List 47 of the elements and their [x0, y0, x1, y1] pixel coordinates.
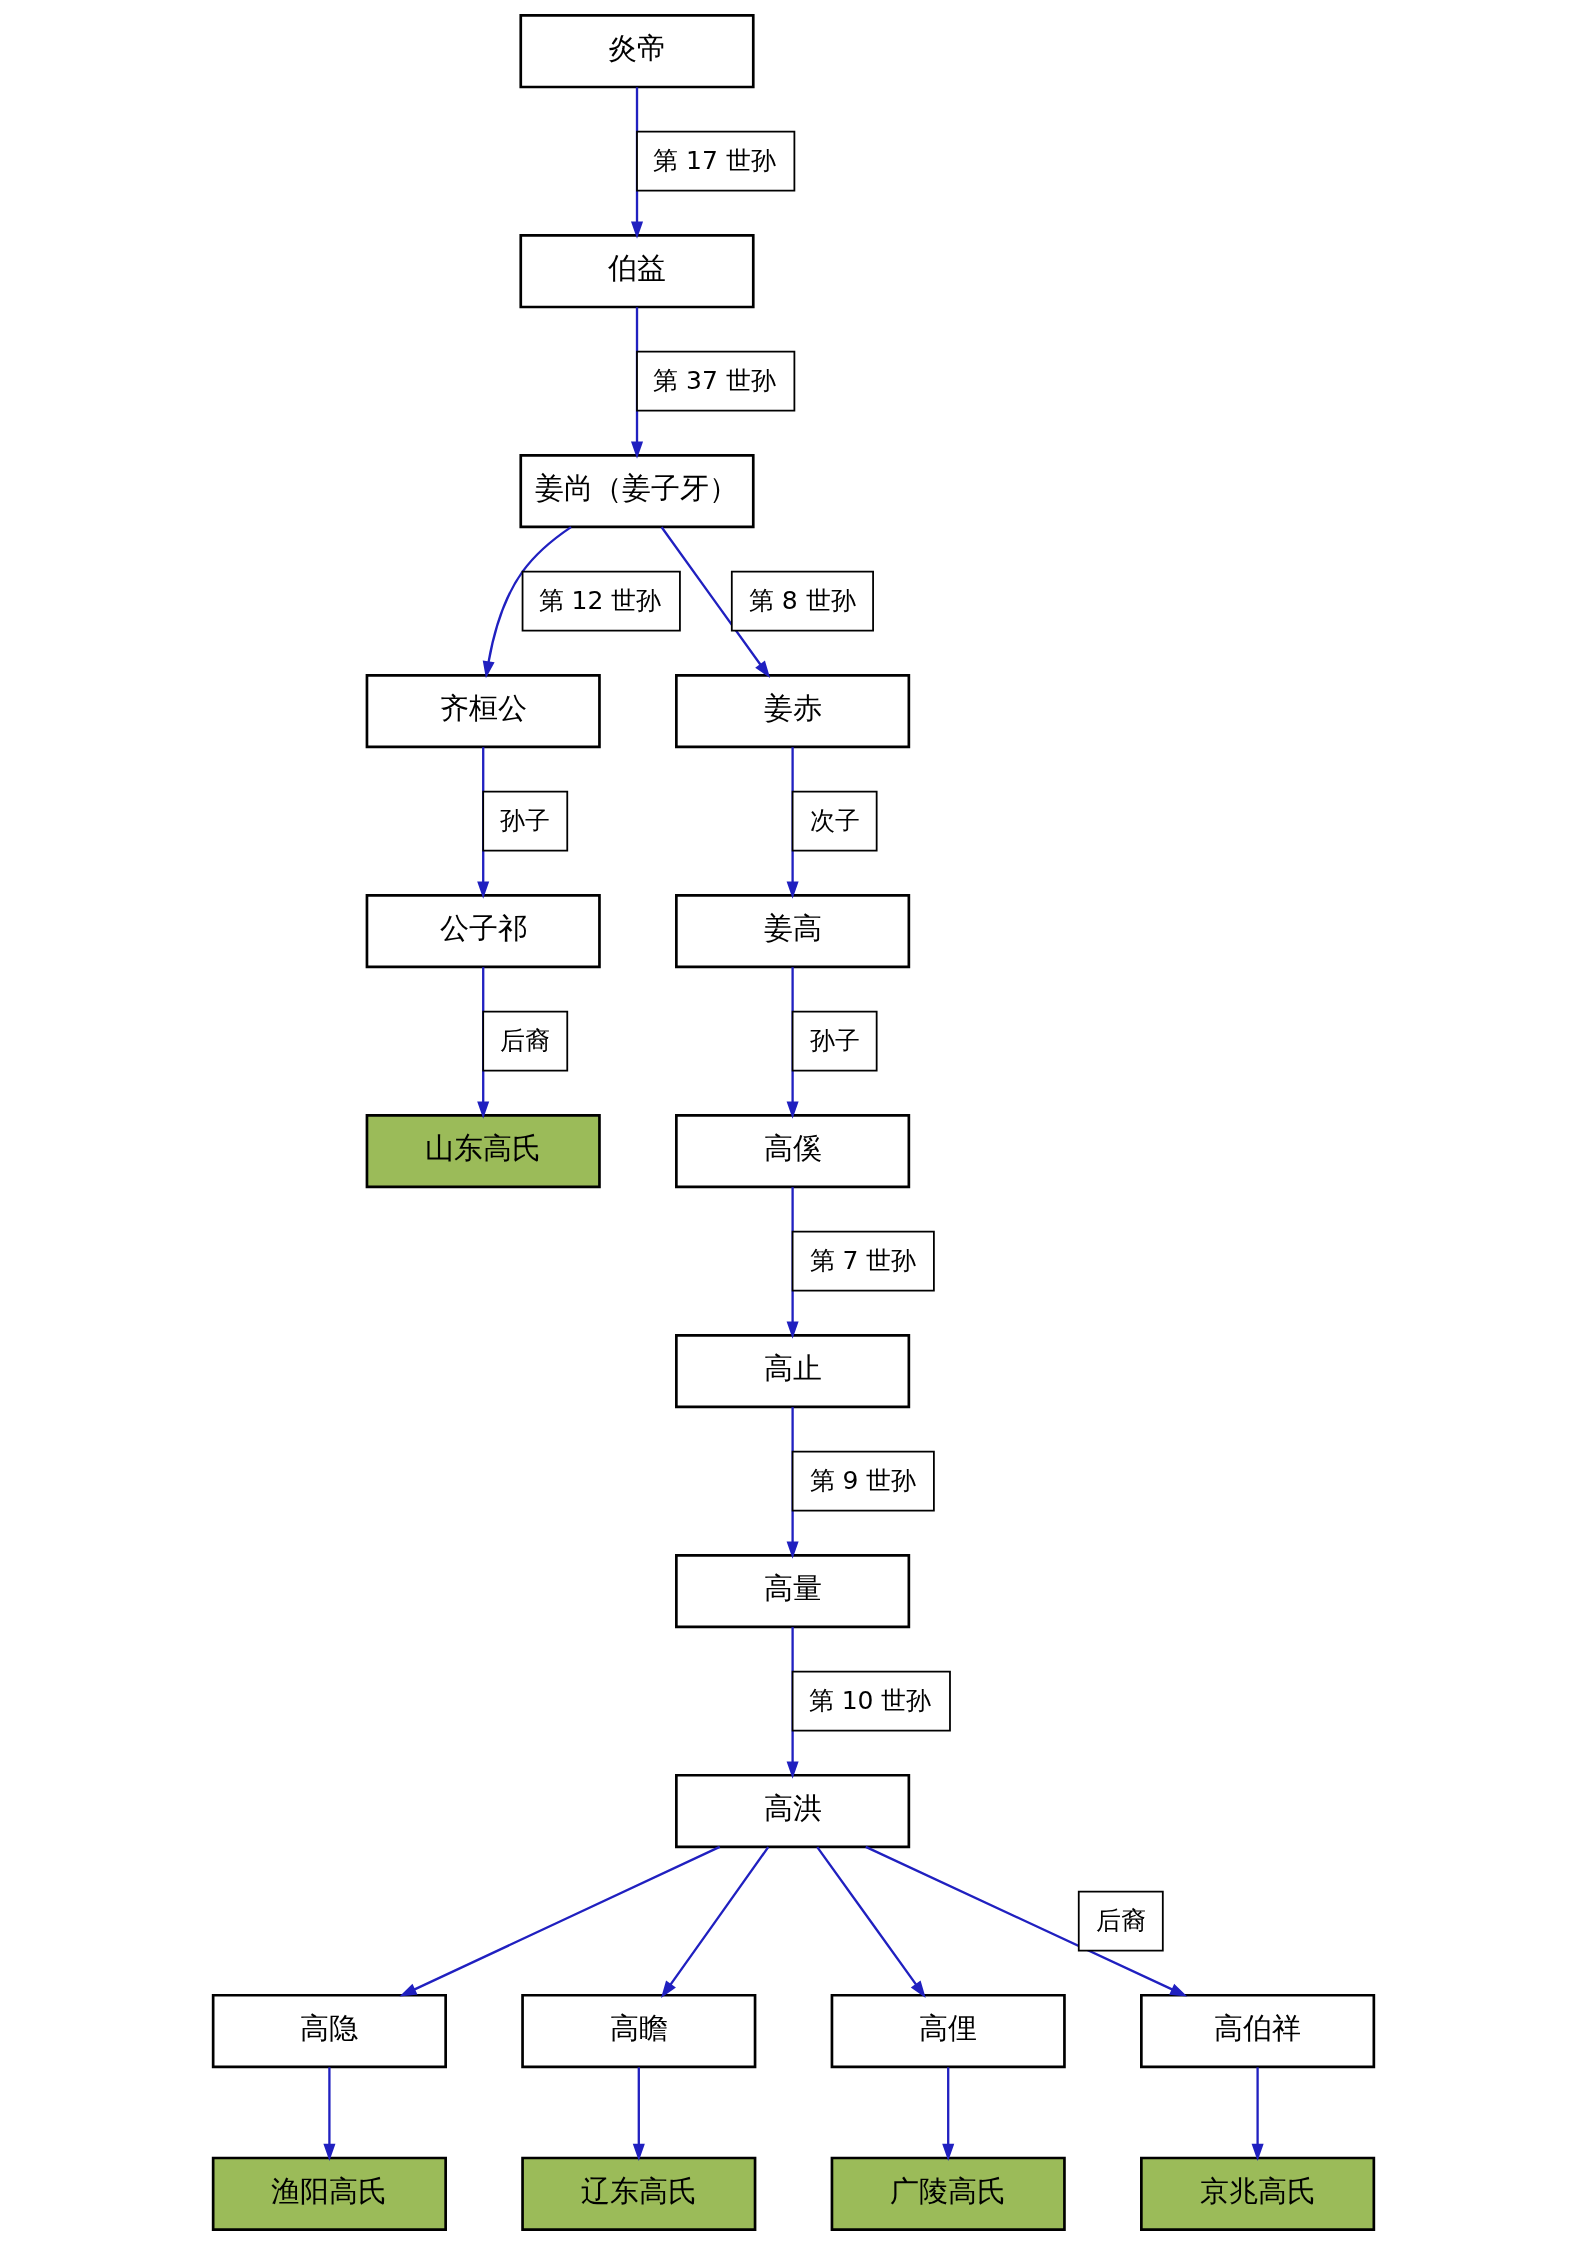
- node-box: 高瞻: [521, 1993, 757, 2069]
- node-box: 姜高: [675, 894, 911, 969]
- arrow: [865, 1845, 1188, 1997]
- node-box: 公子祁: [365, 894, 601, 969]
- node-box: 高傒: [675, 1114, 911, 1189]
- node-box: 渔阳高氏: [211, 2156, 447, 2231]
- arrow: [786, 967, 799, 1119]
- edge-label: 第 12 世孙: [538, 585, 662, 615]
- node-box: 高伯祥: [1140, 1993, 1376, 2069]
- arrow: [482, 526, 572, 679]
- arrow: [786, 1187, 799, 1339]
- node-box: 广陵高氏: [830, 2156, 1066, 2231]
- node-box: 高洪: [675, 1773, 911, 1849]
- node-box: 伯益: [519, 234, 755, 309]
- arrow: [786, 1627, 799, 1779]
- arrow: [632, 2067, 645, 2162]
- node-box: 高隐: [211, 1993, 447, 2069]
- arrow: [399, 1845, 721, 1997]
- edge-label: 第 9 世孙: [809, 1465, 917, 1495]
- node-box: 京兆高氏: [1140, 2156, 1376, 2231]
- node-box: 高量: [675, 1553, 911, 1629]
- node-box: 山东高氏: [365, 1114, 601, 1189]
- edge-label: 第 17 世孙: [653, 145, 776, 175]
- node-box: 高止: [675, 1334, 911, 1409]
- edge-label: 第 37 世孙: [653, 365, 776, 395]
- edge-label: 孙子: [809, 1025, 860, 1055]
- arrow: [942, 2067, 955, 2162]
- edge-label: 第 10 世孙: [808, 1685, 932, 1715]
- arrow: [786, 747, 799, 899]
- edge-label: 孙子: [500, 805, 551, 835]
- arrow: [1251, 2067, 1264, 2162]
- arrow: [660, 526, 771, 679]
- node-box: 姜尚（姜子牙）: [519, 454, 755, 529]
- edge-label: 第 7 世孙: [809, 1245, 917, 1275]
- node-box: 高俚: [830, 1993, 1066, 2069]
- edge-label: 次子: [809, 805, 860, 835]
- arrow: [323, 2067, 336, 2162]
- edge-label: 后裔: [1095, 1905, 1146, 1935]
- edge-label: 后裔: [500, 1025, 551, 1055]
- arrow: [661, 1846, 770, 1998]
- node-box: 姜赤: [675, 674, 911, 749]
- node-box: 齐桓公: [365, 674, 601, 749]
- arrow: [816, 1846, 926, 1998]
- node-box: 炎帝: [519, 14, 755, 89]
- arrow: [786, 1407, 799, 1559]
- edge-label: 第 8 世孙: [748, 585, 856, 615]
- node-box: 辽东高氏: [521, 2156, 757, 2231]
